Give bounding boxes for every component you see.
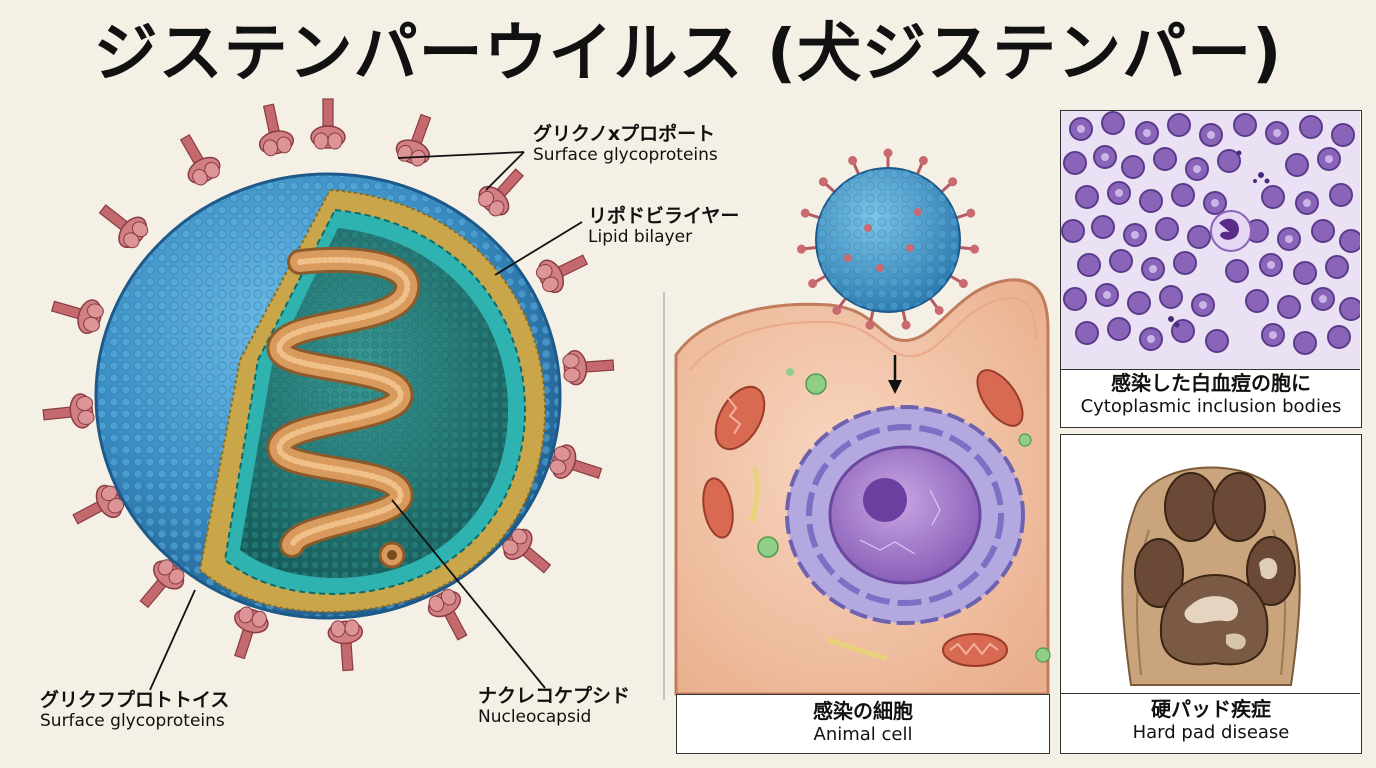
label-glycoprotein-top-jp: グリクノxプロポート xyxy=(533,123,716,145)
paw-caption-jp: 硬パッド疾症 xyxy=(1151,697,1271,721)
leader-lines xyxy=(149,151,583,691)
cell-caption-jp: 感染の細胞 xyxy=(813,699,913,723)
paw-toe-pad xyxy=(1164,472,1218,542)
paw-panel xyxy=(1060,434,1362,754)
blood-caption-jp: 感染した白血痘の胞に xyxy=(1111,371,1311,395)
cell-nucleus xyxy=(785,405,1025,625)
paw-image xyxy=(1061,435,1360,693)
paw-toe-pad xyxy=(1212,472,1266,542)
paw-caption-en: Hard pad disease xyxy=(1132,721,1290,743)
label-nucleocapsid-jp: ナクレコケプシド xyxy=(478,685,631,707)
blood-caption: 感染した白血痘の胞に Cytoplasmic inclusion bodies xyxy=(1060,371,1362,417)
cell-caption: 感染の細胞 Animal cell xyxy=(676,699,1050,745)
label-glycoprotein-bottom: グリクフプロトトイス Surface glycoproteins xyxy=(40,689,230,731)
blood-caption-en: Cytoplasmic inclusion bodies xyxy=(1080,395,1342,417)
blood-smear-panel xyxy=(1060,110,1362,428)
paw-toe-pad xyxy=(1134,538,1184,608)
page-title: ジステンパーウイルス (犬ジステンパー) xyxy=(93,17,1283,91)
nucleocapsid-helix xyxy=(266,246,421,569)
mitochondrion xyxy=(714,385,766,451)
label-glycoprotein-bottom-en: Surface glycoproteins xyxy=(40,710,225,731)
inclusion-body-cell xyxy=(1210,210,1252,252)
label-glycoprotein-top: グリクノxプロポート Surface glycoproteins xyxy=(533,123,718,165)
mitochondrion xyxy=(976,369,1024,427)
label-nucleocapsid-en: Nucleocapsid xyxy=(478,706,592,727)
cell-caption-en: Animal cell xyxy=(813,723,913,745)
paw-caption: 硬パッド疾症 Hard pad disease xyxy=(1060,697,1362,743)
label-glycoprotein-top-en: Surface glycoproteins xyxy=(533,144,718,165)
animal-cell xyxy=(674,278,1051,696)
mitochondrion xyxy=(702,477,734,539)
label-lipid-bilayer: リポドビライヤー Lipid bilayer xyxy=(588,205,740,247)
paw-main-pad xyxy=(1159,573,1269,666)
label-lipid-bilayer-jp: リポドビライヤー xyxy=(588,205,740,227)
label-lipid-bilayer-en: Lipid bilayer xyxy=(588,226,693,247)
blood-smear-image xyxy=(1061,111,1360,369)
mitochondrion xyxy=(942,633,1008,667)
cell-caption-box xyxy=(676,694,1050,754)
label-glycoprotein-bottom-jp: グリクフプロトトイス xyxy=(40,689,230,711)
label-nucleocapsid: ナクレコケプシド Nucleocapsid xyxy=(478,685,631,727)
small-virus xyxy=(795,147,981,332)
paw-toe-pad xyxy=(1246,536,1296,606)
